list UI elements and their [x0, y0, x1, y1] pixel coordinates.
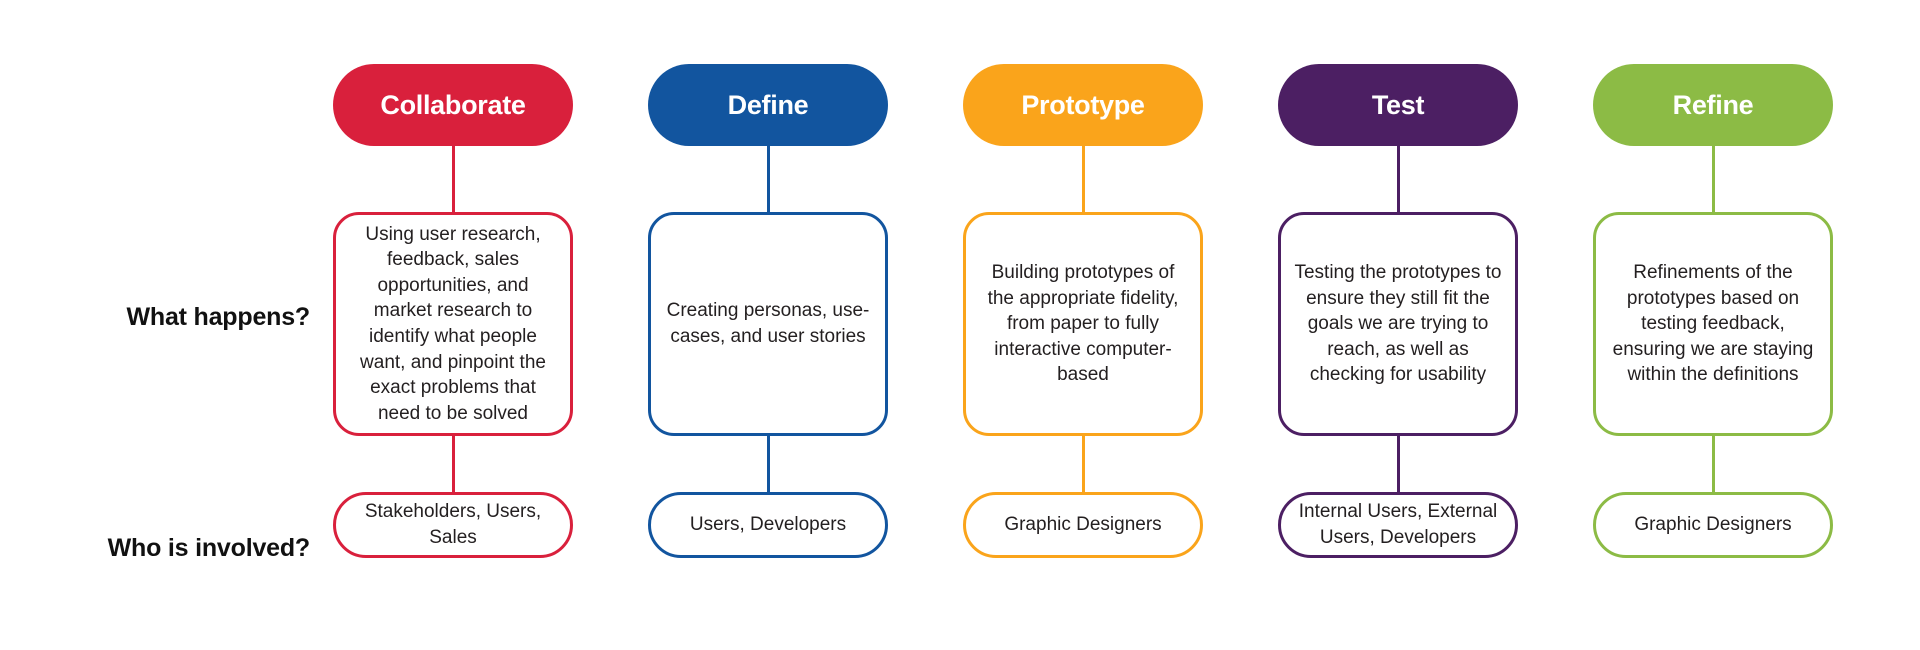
what-happens-card-collaborate: Using user research, feedback, sales opp…	[333, 212, 573, 436]
process-column-define: Define Creating personas, use-cases, and…	[648, 64, 888, 558]
stage-header-collaborate[interactable]: Collaborate	[333, 64, 573, 146]
what-happens-card-prototype: Building prototypes of the appropriate f…	[963, 212, 1203, 436]
connector-line-top	[1081, 146, 1085, 212]
process-column-test: Test Testing the prototypes to ensure th…	[1278, 64, 1518, 558]
connector-line-bottom	[1711, 436, 1715, 492]
process-column-prototype: Prototype Building prototypes of the app…	[963, 64, 1203, 558]
stage-header-label: Refine	[1672, 89, 1754, 120]
stage-header-define[interactable]: Define	[648, 64, 888, 146]
stage-header-label: Test	[1371, 89, 1425, 120]
who-is-involved-pill-prototype: Graphic Designers	[963, 492, 1203, 558]
row-label-who-is-involved: Who is involved?	[107, 534, 311, 562]
connector-line-top	[1396, 146, 1400, 212]
stage-header-test[interactable]: Test	[1278, 64, 1518, 146]
stage-header-refine[interactable]: Refine	[1593, 64, 1833, 146]
what-happens-text: Testing the prototypes to ensure they st…	[1294, 262, 1502, 386]
process-column-collaborate: Collaborate Using user research, feedbac…	[333, 64, 573, 558]
stage-header-label: Define	[727, 89, 809, 120]
connector-line-top	[1711, 146, 1715, 212]
who-is-involved-text: Graphic Designers	[1634, 514, 1792, 536]
connector-line-bottom	[766, 436, 770, 492]
connector-line-bottom	[451, 436, 455, 492]
row-label-what-happens: What happens?	[126, 303, 310, 331]
connector-line-bottom	[1396, 436, 1400, 492]
what-happens-card-define: Creating personas, use-cases, and user s…	[648, 212, 888, 436]
who-is-involved-text: Stakeholders, Users, Sales	[364, 501, 542, 548]
stage-header-label: Prototype	[1021, 89, 1145, 120]
who-is-involved-pill-test: Internal Users, External Users, Develope…	[1278, 492, 1518, 558]
what-happens-text: Refinements of the prototypes based on t…	[1612, 262, 1814, 386]
who-is-involved-pill-refine: Graphic Designers	[1593, 492, 1833, 558]
what-happens-text: Using user research, feedback, sales opp…	[360, 223, 546, 424]
who-is-involved-text: Users, Developers	[689, 514, 847, 536]
what-happens-text: Building prototypes of the appropriate f…	[987, 262, 1179, 386]
what-happens-card-refine: Refinements of the prototypes based on t…	[1593, 212, 1833, 436]
what-happens-text: Creating personas, use-cases, and user s…	[666, 300, 870, 347]
stage-header-label: Collaborate	[380, 89, 526, 120]
connector-line-bottom	[1081, 436, 1085, 492]
who-is-involved-text: Internal Users, External Users, Develope…	[1298, 501, 1498, 548]
connector-line-top	[451, 146, 455, 212]
who-is-involved-pill-define: Users, Developers	[648, 492, 888, 558]
stage-header-prototype[interactable]: Prototype	[963, 64, 1203, 146]
process-column-refine: Refine Refinements of the prototypes bas…	[1593, 64, 1833, 558]
who-is-involved-pill-collaborate: Stakeholders, Users, Sales	[333, 492, 573, 558]
who-is-involved-text: Graphic Designers	[1004, 514, 1162, 536]
connector-line-top	[766, 146, 770, 212]
what-happens-card-test: Testing the prototypes to ensure they st…	[1278, 212, 1518, 436]
